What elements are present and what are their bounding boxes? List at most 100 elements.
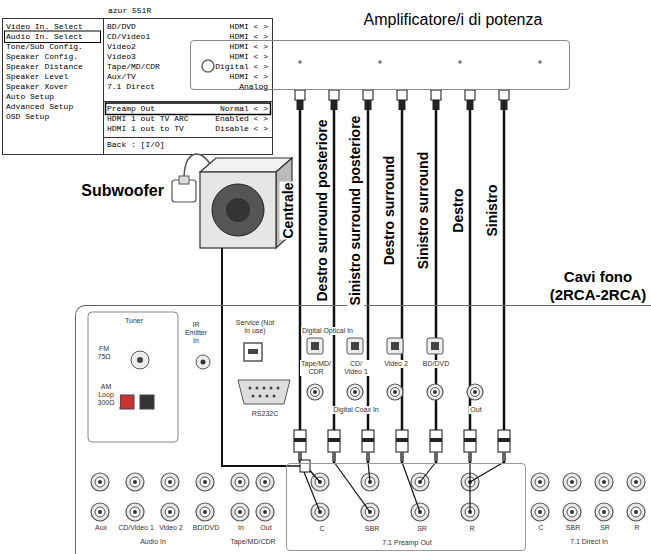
rca-jack [634,510,638,514]
menu-frame [3,19,273,155]
rca-jack [161,473,179,491]
power-plug [179,176,189,184]
panel-label: Video 2 [158,524,184,532]
menu-text: Aux/TV [107,72,136,82]
rca-jack [263,510,267,514]
menu-text: Auto Setup [6,92,54,102]
rca-plug [396,430,408,452]
woofer-cone [212,184,264,236]
menu-text: HDMI < > [230,42,268,52]
rca-jack [203,480,207,484]
rs232-pin [256,387,259,390]
menu-text: HDMI < > [230,22,268,32]
rca-jack [595,473,613,491]
rca-jack [595,503,613,521]
rca-jack [431,388,440,397]
rca-jack [200,507,210,517]
panel-label: C [537,524,544,532]
panel-label: Service (Not in use) [234,319,276,335]
rca-jack [627,503,645,521]
cable-label: Centrale [280,181,297,239]
rca-plug [363,90,373,100]
menu-text: Audio In. Select [6,32,83,42]
cable-connector [401,90,404,463]
menu-text: HDMI 1 out TV ARC [107,114,189,124]
menu-divider [104,101,273,102]
cable-connector [222,248,286,466]
rca-jack [634,480,638,484]
tuner-box [88,312,178,442]
rca-jack [95,507,105,517]
rca-jack [563,503,581,521]
cable-label: Destro [449,187,466,233]
menu-text: Video3 [107,52,136,62]
rca-jack [538,510,542,514]
rca-jack [165,477,175,487]
panel-label: RS232C [251,410,279,418]
panel-label: Tape/MD/CDR [229,538,276,546]
rca-jack [130,477,140,487]
panel-label: SR [599,524,611,532]
rca-jack [602,480,606,484]
rca-jack [599,507,609,517]
amplifier-title: Amplificatore/i di potenza [364,10,543,29]
rca-jack [238,480,242,484]
cable-wire [469,462,470,512]
optical-input [347,338,363,354]
fm-connector [131,351,149,369]
usb-port [244,343,262,361]
menu-text: HDMI < > [230,52,268,62]
rca-plug [465,90,475,100]
cable-wire [470,462,504,482]
cable-wire [368,462,370,482]
rca-plug [399,100,406,110]
cable-label: Destro surround posteriore [314,118,331,302]
menu-text: Tone/Sub Config. [6,42,83,52]
menu-text: Speaker Level [6,72,68,82]
rca-jack [393,390,397,394]
osd-menu: azur 551RVideo In. SelectAudio In. Selec… [2,4,272,156]
rca-jack [471,388,480,397]
front-dot [378,60,382,64]
menu-text: Disable < > [215,124,268,134]
rca-plug [297,100,304,110]
cable-label: Sinistro [484,183,501,237]
rca-jack [599,477,609,487]
menu-text: Analog [239,82,268,92]
woofer-cap [226,198,250,222]
rs232-pin [263,387,266,390]
rs232-pin [266,395,269,398]
rs232-pin [249,387,252,390]
jack-label: SR [416,525,428,533]
rca-jack [563,473,581,491]
rca-plug [294,430,306,452]
panel-label: FM 75Ω [93,345,115,361]
rca-jack [567,477,577,487]
rca-jack [256,503,274,521]
menu-highlight [5,31,101,43]
rca-jack [168,510,172,514]
cable-type-label: Cavi fono (2RCA-2RCA) [548,268,648,304]
menu-text: Preamp Out [107,104,155,114]
rca-plug [294,438,306,442]
rca-jack [203,510,207,514]
ir-jack [201,360,206,365]
panel-label: In [237,524,245,532]
panel-label: SBR [565,524,581,532]
rca-jack [313,390,317,394]
panel-label: R [633,524,640,532]
optical-input [387,338,403,354]
rca-jack [260,477,270,487]
rca-jack [311,388,320,397]
optical-input [311,342,319,350]
rca-jack [535,507,545,517]
menu-divider [103,19,104,155]
menu-text: azur 551R [108,6,151,16]
panel-label: BD/DVD [422,360,450,368]
rca-plug [501,100,508,110]
rca-jack [467,384,483,400]
rca-plug [295,90,305,100]
rca-plug [431,90,441,100]
panel-label: Digital Coax In [332,406,380,414]
panel-label: IR Emitter In [181,321,211,345]
